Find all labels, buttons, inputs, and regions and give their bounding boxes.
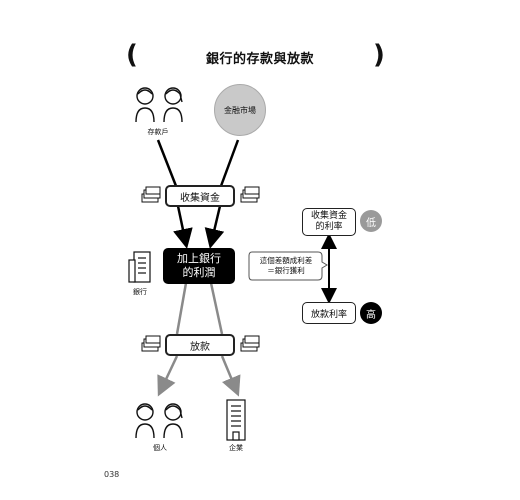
page-title: 銀行的存款與放款 [205,52,314,67]
low-badge-label: 低 [366,217,376,229]
line-market [219,139,240,187]
individuals-icon [135,403,183,439]
money-icon [141,186,161,203]
collect-funds-box: 收集資金 [165,185,235,207]
collect-funds-label: 收集資金 [180,192,220,204]
individuals-label: 個人 [153,444,167,452]
title-right-bracket: ) [373,40,385,70]
speech-bubble [248,251,328,281]
money-icon [141,335,161,352]
arrow-to-enterprise [220,355,241,397]
money-icon [240,186,260,203]
arrow-to-bank-left [173,205,193,249]
depositors-label: 存款戶 [147,128,169,136]
bank-profit-line2: 的利潤 [182,266,216,279]
line-bank-loan-left [175,282,188,335]
enterprise-label: 企業 [229,444,243,452]
loan-label: 放款 [190,341,210,353]
high-badge-label: 高 [366,309,376,321]
collect-rate-line1: 收集資金 [310,211,347,221]
bank-profit-box: 加上銀行 的利潤 [163,248,235,284]
bubble-line2: ＝銀行獲利 [267,266,305,275]
financial-market-circle: 金融市場 [214,84,266,136]
loan-box: 放款 [165,334,235,356]
bubble-line1: 這個差額成利差 [259,256,313,265]
arrow-to-individuals [157,355,179,397]
title-left-bracket: ( [126,40,138,70]
loan-rate-box: 放款利率 [302,302,356,324]
line-depositors [156,139,178,187]
high-badge: 高 [360,302,382,324]
enterprise-building-icon [226,399,246,441]
bank-profit-line1: 加上銀行 [177,252,221,265]
collect-rate-box: 收集資金 的利率 [302,208,356,236]
financial-market-label: 金融市場 [224,105,256,115]
money-icon [240,335,260,352]
loan-rate-label: 放款利率 [310,309,347,320]
page-number: 038 [104,470,120,479]
bank-label: 銀行 [133,288,147,296]
bank-building-icon [128,251,151,283]
arrow-to-bank-right [204,205,225,249]
low-badge: 低 [360,210,382,232]
bubble-text: 這個差額成利差 ＝銀行獲利 [250,256,322,276]
line-bank-loan-right [209,282,224,335]
collect-rate-line2: 的利率 [315,222,343,232]
depositors-icon [135,87,183,123]
